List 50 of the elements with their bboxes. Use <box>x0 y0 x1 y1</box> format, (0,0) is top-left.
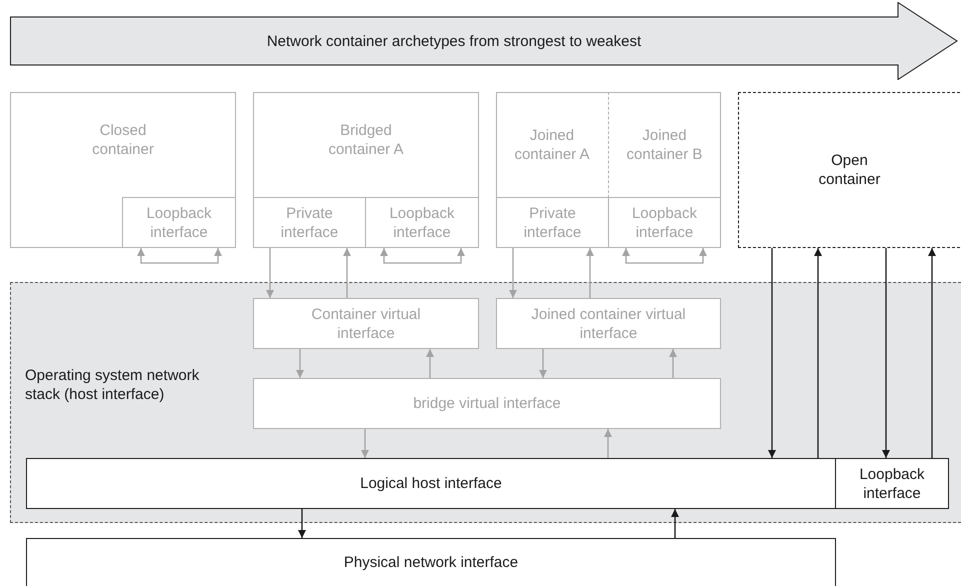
node-label: Joined container B <box>626 126 704 164</box>
open-container-box <box>738 92 960 248</box>
banner-arrow <box>10 2 958 80</box>
arrow <box>298 509 306 538</box>
node-label: Logical host interface <box>360 474 502 493</box>
container-box <box>253 92 479 248</box>
interface-box <box>253 378 721 429</box>
container-box <box>496 92 721 248</box>
interface-box <box>835 458 949 509</box>
arrow <box>586 248 594 298</box>
arrow <box>426 349 434 378</box>
host-interface-box <box>26 458 836 509</box>
arrow <box>343 248 351 298</box>
node-label: Closed container <box>91 121 155 159</box>
arrow <box>266 248 274 298</box>
interface-box <box>253 298 479 349</box>
node-label: Network container archetypes from strongest to weakest <box>266 32 642 50</box>
node-label: Loopback interface <box>630 204 698 242</box>
node-label: Open container <box>818 151 882 189</box>
node-label: Container virtual interface <box>310 304 422 342</box>
node-label: Loopback interface <box>388 204 456 242</box>
arrow <box>137 248 222 264</box>
arrow <box>380 248 465 264</box>
arrow <box>814 248 822 458</box>
arrow <box>361 429 369 458</box>
node-label: Joined container A <box>513 126 591 164</box>
arrow <box>622 248 707 264</box>
arrow <box>882 248 890 458</box>
physical-interface-box <box>26 538 836 586</box>
node-label: Loopback interface <box>858 464 926 502</box>
network-stack-panel <box>10 282 961 523</box>
arrow <box>671 509 679 538</box>
arrow <box>928 248 936 458</box>
node-label: Private interface <box>280 204 340 242</box>
arrow <box>539 349 547 378</box>
node-label: Loopback interface <box>145 204 213 242</box>
container-box <box>10 92 236 248</box>
arrow <box>669 349 677 378</box>
arrow <box>296 349 304 378</box>
node-label: Bridged container A <box>327 121 405 159</box>
interface-box <box>496 298 721 349</box>
arrow <box>509 248 517 298</box>
node-label: bridge virtual interface <box>413 394 561 413</box>
node-label: Joined container virtual interface <box>530 304 687 342</box>
interface-box <box>122 197 236 248</box>
arrow <box>604 429 612 458</box>
node-label: Physical network interface <box>344 553 518 572</box>
arrow <box>768 248 776 458</box>
node-label: Operating system network stack (host interface) <box>25 366 200 404</box>
node-label: Private interface <box>522 204 582 242</box>
